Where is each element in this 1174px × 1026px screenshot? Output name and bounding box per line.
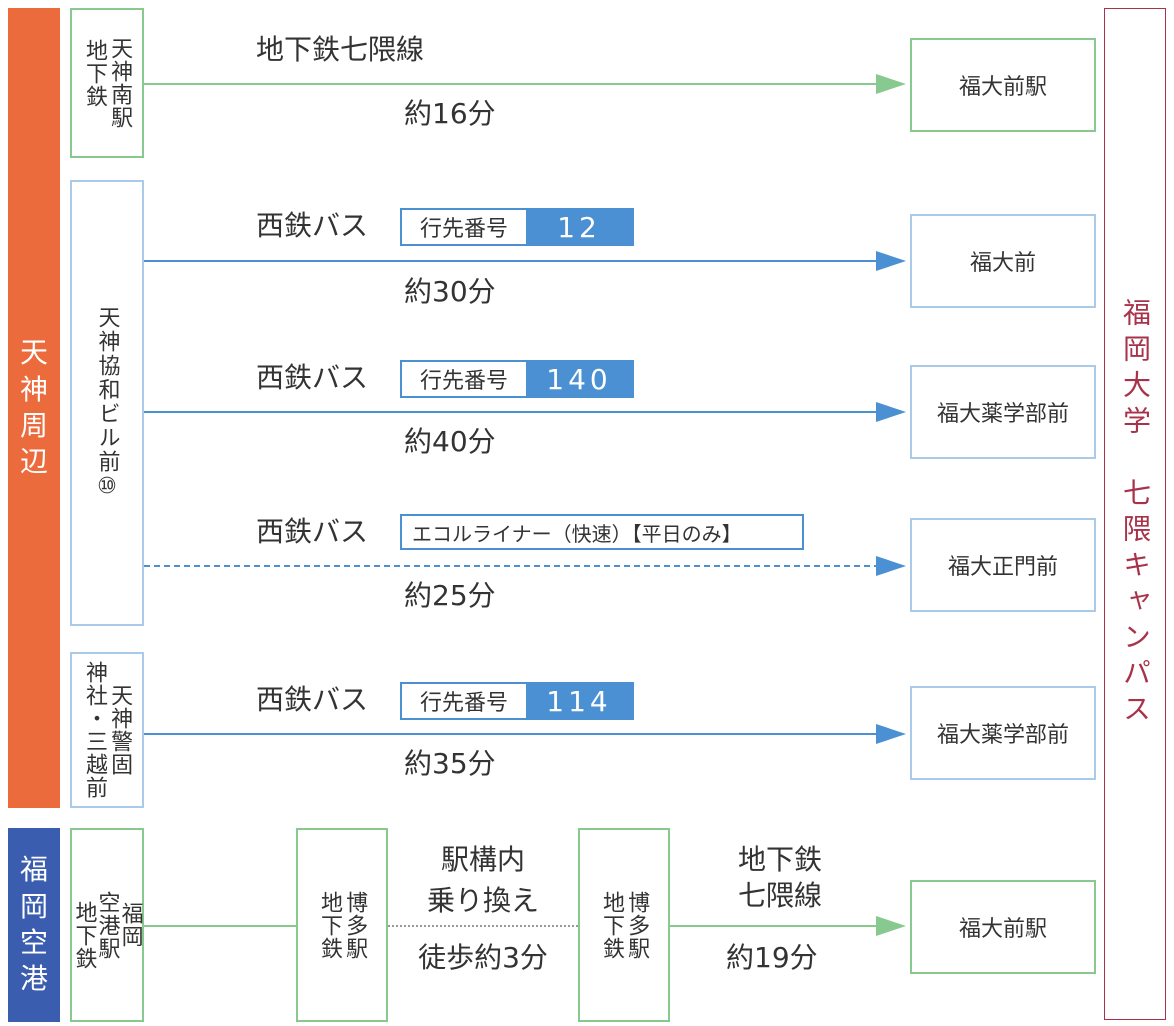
origin-tenjin-minami: 天神南駅 地下鉄 — [70, 8, 144, 158]
route-line — [144, 925, 298, 927]
walk-time: 徒歩約3分 — [418, 941, 548, 974]
origin-tenjin-kego: 天神警固 神社・三越前 — [70, 652, 144, 808]
origin-line: 地下鉄 — [71, 900, 97, 970]
station-line: 地下鉄 — [317, 890, 342, 960]
transfer-station-hakata-b: 博多駅 地下鉄 — [578, 828, 670, 1022]
tenjin-band-char: 天 — [19, 336, 48, 370]
route-name-badge: エコルライナー（快速）【平日のみ】 — [400, 514, 804, 550]
arrow-icon — [876, 402, 906, 422]
destination: 福大前駅 — [910, 38, 1096, 132]
origin-name: 神社・三越前 — [82, 661, 107, 799]
arrow-icon — [876, 251, 906, 271]
arrow-icon — [876, 74, 906, 94]
origin-name: 空港 — [94, 890, 120, 937]
arrow-icon — [876, 916, 906, 936]
origin-line: 地下鉄 — [82, 38, 107, 108]
origin-fukuoka-airport: 福岡 空港 駅 地下鉄 — [70, 828, 144, 1022]
route-line — [670, 925, 880, 927]
travel-time: 約30分 — [404, 275, 496, 308]
route-line-name: 地下鉄 — [737, 843, 822, 876]
origin-name: 福岡 — [117, 902, 143, 948]
tenjin-band-char: 辺 — [19, 445, 48, 479]
airport-band-char: 港 — [19, 962, 48, 996]
travel-time: 約25分 — [404, 579, 496, 612]
destination: 福大前 — [910, 214, 1096, 308]
travel-time: 約16分 — [404, 97, 496, 130]
travel-time: 約40分 — [404, 425, 496, 458]
arrow-icon — [876, 724, 906, 744]
campus-box: 福岡大学 七隈キャンパス — [1104, 8, 1166, 1020]
destination: 福大薬学部前 — [910, 686, 1096, 780]
badge-label: 行先番号 — [420, 217, 509, 242]
route-number-badge: 行先番号 140 — [400, 360, 634, 398]
origin-tenjin-kyowa: 天神協和ビル前⑩ — [70, 180, 144, 626]
destination: 福大正門前 — [910, 518, 1096, 612]
badge-label: エコルライナー（快速）【平日のみ】 — [412, 521, 742, 546]
badge-label: 行先番号 — [420, 691, 509, 716]
badge-label: 行先番号 — [420, 369, 509, 394]
campus-name: 福岡大学 七隈キャンパス — [1119, 298, 1152, 730]
airport-band-char: 空 — [19, 926, 48, 959]
route-line — [144, 411, 880, 413]
tenjin-band-char: 神 — [19, 372, 48, 406]
route-number-badge: 行先番号 12 — [400, 208, 634, 246]
route-number-badge: 行先番号 114 — [400, 682, 634, 720]
route-line — [144, 83, 880, 85]
walk-line-dotted — [388, 925, 578, 927]
route-name: 西鉄バス — [256, 683, 369, 716]
route-name: 西鉄バス — [256, 361, 369, 394]
route-name: 地下鉄七隈線 — [256, 33, 425, 66]
station-line: 地下鉄 — [599, 890, 624, 960]
origin-name: 天神協和ビル前⑩ — [94, 305, 120, 501]
station-name: 博多駅 — [624, 890, 650, 960]
badge-number: 140 — [526, 362, 632, 396]
arrow-icon — [876, 556, 906, 576]
badge-number: 12 — [526, 210, 632, 244]
route-name-block: 地下鉄 七隈線 — [690, 842, 870, 915]
airport-band-char: 福 — [19, 853, 48, 887]
route-line — [144, 733, 880, 735]
tenjin-area-band: 天 神 周 辺 — [8, 8, 60, 808]
badge-number: 114 — [526, 684, 632, 718]
tenjin-band-char: 周 — [19, 409, 48, 442]
route-line — [144, 260, 880, 262]
route-line-name: 七隈線 — [737, 879, 822, 913]
transfer-line: 乗り換え — [426, 883, 539, 917]
origin-name: 天神警固 — [107, 684, 133, 776]
origin-name: 天神南駅 — [107, 37, 133, 129]
transfer-text: 駅構内 乗り換え — [388, 840, 578, 921]
station-name: 博多駅 — [342, 890, 368, 960]
route-name: 西鉄バス — [256, 515, 369, 548]
travel-time: 約35分 — [404, 747, 496, 780]
destination: 福大薬学部前 — [910, 365, 1096, 459]
transfer-line: 駅構内 — [440, 843, 525, 876]
origin-name: 駅 — [94, 936, 120, 960]
travel-time: 約19分 — [726, 941, 818, 974]
airport-area-band: 福 岡 空 港 — [8, 828, 60, 1022]
route-line-dashed — [144, 565, 880, 567]
route-name: 西鉄バス — [256, 209, 369, 242]
transfer-station-hakata-a: 博多駅 地下鉄 — [296, 828, 388, 1022]
airport-band-char: 岡 — [19, 889, 48, 923]
destination: 福大前駅 — [910, 880, 1096, 974]
